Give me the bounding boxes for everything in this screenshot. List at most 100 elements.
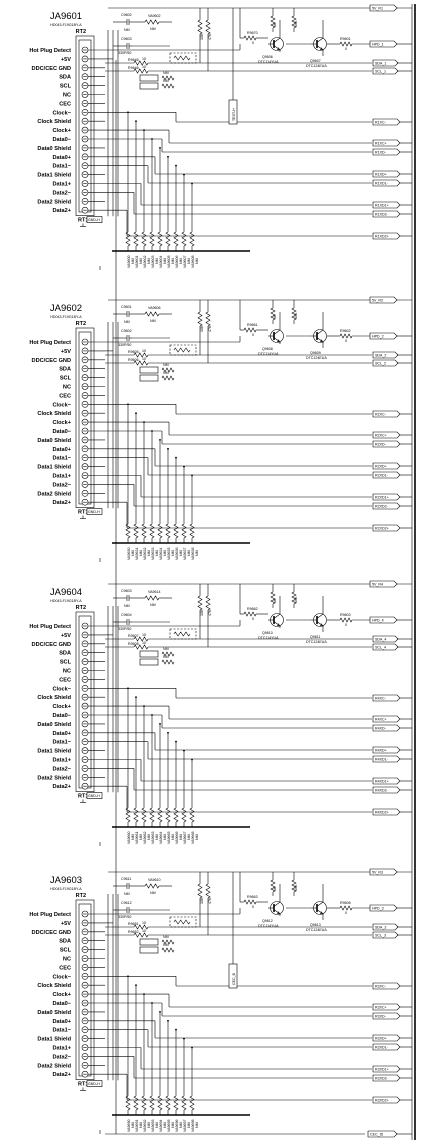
diff-net-label: R1XD2- <box>375 213 389 217</box>
resistor-value: 0 <box>345 47 347 51</box>
connector-rt1-label: RT1 <box>78 218 88 224</box>
pin-label: Data2− <box>52 766 71 772</box>
varistor <box>161 651 175 657</box>
diff-net-flag <box>372 232 401 240</box>
varistor <box>173 807 179 823</box>
pin-label: SCL <box>60 948 72 954</box>
nm-dashed-box <box>169 52 197 64</box>
varistor <box>161 659 175 665</box>
transistor-label: Q9610 <box>262 631 273 635</box>
resistor-label: R9601 <box>340 37 351 41</box>
nm-dashed-box <box>169 916 197 928</box>
resistor <box>133 360 149 366</box>
cap-label: C9602 <box>121 329 132 333</box>
diff-net-flag <box>372 746 401 754</box>
diff-net-label: R3XC- <box>375 985 387 989</box>
cap-top <box>124 311 132 317</box>
resistor-label: R9645 <box>128 58 139 62</box>
varistor-value: NM <box>163 550 167 556</box>
pin-label: SCL <box>60 376 72 382</box>
hpd-net-label: HPD_2 <box>372 335 384 339</box>
varistor <box>165 523 171 539</box>
pin-label: DDC/CEC GND <box>32 930 71 936</box>
varistor-value: NM <box>163 834 167 840</box>
gnd-label: GND-H <box>88 510 100 514</box>
resistor-value: 47K <box>208 609 212 616</box>
varistor-label: VA9606 <box>175 255 179 268</box>
varistor-label: VA9693 <box>151 1119 155 1132</box>
scl-net-flag <box>372 931 399 939</box>
resistor-vertical <box>291 879 297 893</box>
varistor <box>157 1095 163 1111</box>
varistor-value: NM <box>171 550 175 556</box>
connector-part-number: HD043-F19G1BY-A <box>50 599 82 603</box>
junction <box>159 147 161 149</box>
diff-net-label: R3XD1- <box>375 1046 389 1050</box>
varistor-value: NM <box>163 655 169 659</box>
connector-name: JA9601 <box>50 11 82 22</box>
junction <box>135 412 137 415</box>
diff-net-label: R2XD2- <box>375 505 389 509</box>
pin-label: Hot Plug Detect <box>29 624 71 630</box>
resistor-var-top <box>144 311 160 317</box>
junction <box>127 111 129 114</box>
hpd-net-label: HPD_1 <box>372 43 384 47</box>
diff-net-flag <box>372 431 401 439</box>
resistor-vertical <box>270 879 276 893</box>
resistor-value: 10 <box>142 929 146 933</box>
varistor-value: NM <box>147 1122 151 1128</box>
diff-net-flag <box>372 786 401 794</box>
cap-lower <box>124 907 132 913</box>
resistor-label: R9606 <box>340 901 351 905</box>
varistor-box <box>139 74 159 82</box>
connector-rt1-label: RT1 <box>78 1082 88 1088</box>
resistor-value: 1K <box>273 598 277 603</box>
junction <box>175 1028 177 1031</box>
resistor-label: R9602 <box>340 329 351 333</box>
pin-label: NC <box>63 957 71 963</box>
varistor <box>133 231 139 247</box>
junction <box>175 456 177 459</box>
diff-net-label: R4XD1+ <box>375 780 389 784</box>
diff-net-flag <box>372 524 401 532</box>
cap-value: 330P/50 <box>118 915 131 919</box>
pin-label: Data1 Shield <box>37 749 71 755</box>
resistor-vertical <box>291 307 297 321</box>
resistor-value: 1K <box>273 886 277 891</box>
varistor <box>161 939 175 945</box>
varistor-box <box>139 650 159 658</box>
pin-label: NC <box>63 93 71 99</box>
resistor-value: 10K <box>294 596 298 603</box>
nm-dashed-box <box>169 344 197 356</box>
varistor-value: NM <box>187 834 191 840</box>
transistor-q-a <box>268 329 284 343</box>
junction <box>151 714 153 716</box>
transistor-collector <box>316 613 324 619</box>
varistor <box>141 807 147 823</box>
resistor-label: R9606 <box>128 358 139 362</box>
varistor-value: NM <box>147 258 151 264</box>
pin-label: NC <box>63 669 71 675</box>
resistor-value: 47K <box>208 33 212 40</box>
junction <box>183 749 185 752</box>
diff-net-label: R1XD1- <box>375 182 389 186</box>
diff-net-flag <box>372 502 401 510</box>
scl-net-flag <box>372 643 399 651</box>
connector-rt2-label: RT2 <box>76 29 86 35</box>
cap-label: C9602 <box>121 13 132 17</box>
power-net-flag <box>369 868 398 876</box>
resistor-value: 1K <box>273 314 277 319</box>
gnd-label: GND-H <box>88 1082 100 1086</box>
pin-label: CEC <box>59 393 71 399</box>
junction <box>175 164 177 167</box>
resistor-base <box>243 327 257 333</box>
pin-label: Clock− <box>53 402 72 408</box>
varistor-label: VA9600 <box>127 255 131 268</box>
pin-label: +5V <box>61 921 71 927</box>
power-net-flag <box>369 580 398 588</box>
varistor-label: VA9692 <box>143 1119 147 1132</box>
resistor <box>133 352 149 358</box>
resistor <box>133 644 149 650</box>
pin-label: Data1+ <box>52 182 71 188</box>
